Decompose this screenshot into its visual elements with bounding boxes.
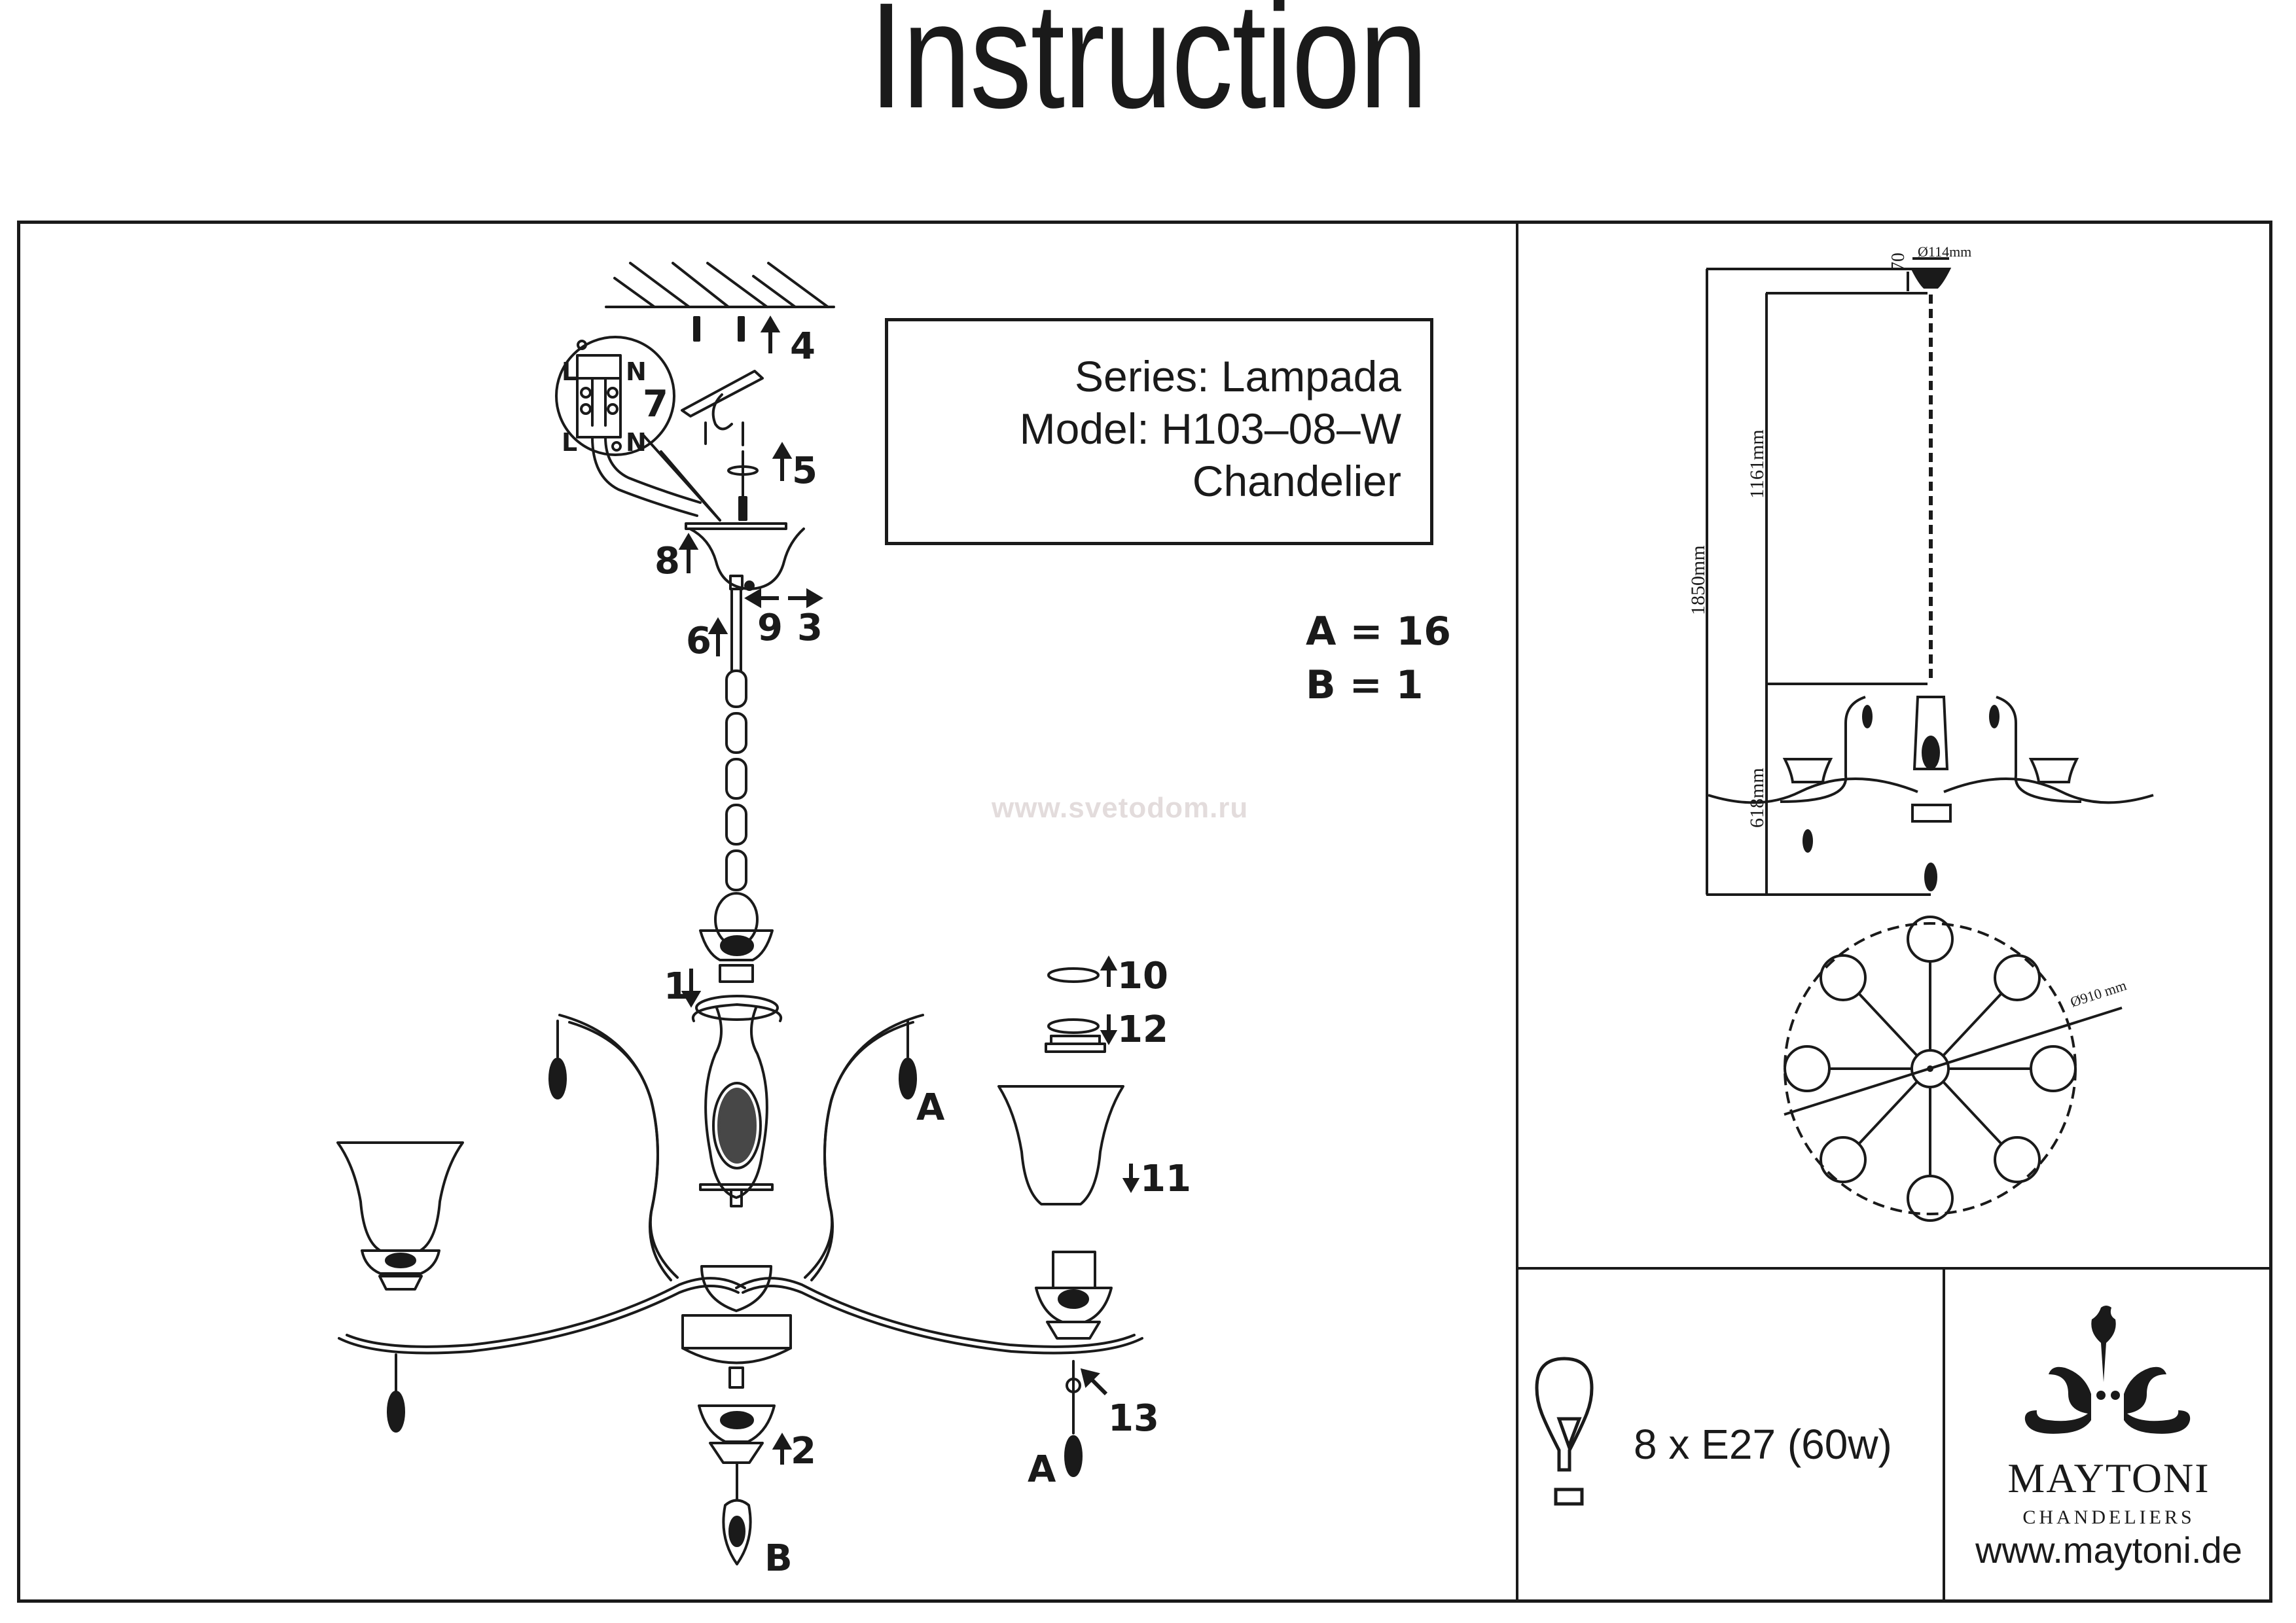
vertical-divider bbox=[1516, 221, 1518, 1603]
step-arrows bbox=[678, 315, 1140, 1465]
part-b-quantity: B = 1 bbox=[1306, 662, 1424, 708]
lamp-socket-right bbox=[1035, 1251, 1113, 1340]
product-info-box: Series: Lampada Model: H103–08–W Chandel… bbox=[885, 318, 1433, 545]
upper-arm-right bbox=[804, 1014, 924, 1281]
wall-anchor-icon bbox=[693, 316, 745, 342]
dimension-drawing bbox=[1706, 257, 2154, 896]
central-hub bbox=[681, 1265, 792, 1389]
lower-arm-right bbox=[735, 1277, 1143, 1355]
canopy-icon bbox=[685, 522, 805, 672]
part-label-a-bottom: A bbox=[1028, 1448, 1056, 1491]
wiring-neutral-label-bottom: N bbox=[626, 428, 647, 457]
body-height-label: 618mm bbox=[1746, 768, 1768, 828]
total-height-label: 1850mm bbox=[1687, 545, 1709, 615]
brand-name: MAYTONI bbox=[2007, 1455, 2210, 1501]
maytoni-logo-ornament bbox=[2024, 1306, 2191, 1434]
top-view-drawing bbox=[1784, 916, 2123, 1222]
brand-subtitle: CHANDELIERS bbox=[2022, 1507, 2195, 1528]
brand-website-link[interactable]: www.maytoni.de bbox=[1975, 1529, 2242, 1571]
chain-icon bbox=[714, 669, 759, 947]
watermark: www.svetodom.ru bbox=[992, 792, 1249, 824]
canopy-height-label: 70 bbox=[1888, 253, 1909, 271]
wiring-live-label-bottom: L bbox=[562, 428, 578, 457]
side-view-pendants bbox=[1803, 705, 2000, 891]
step-13: 13 bbox=[1108, 1397, 1159, 1440]
wiring-neutral-label: N bbox=[626, 357, 647, 386]
bottom-finial bbox=[698, 1404, 776, 1565]
series-label: Series: Lampada bbox=[1075, 352, 1401, 401]
bulb-spec: 8 x E27 (60w) bbox=[1634, 1421, 1892, 1468]
step-7: 7 bbox=[643, 383, 668, 425]
main-frame bbox=[17, 221, 2272, 1603]
glass-shade-right bbox=[997, 1085, 1124, 1205]
footer-divider bbox=[1943, 1267, 1945, 1603]
horizontal-divider bbox=[1516, 1267, 2272, 1270]
step-10: 10 bbox=[1117, 955, 1168, 997]
step-9: 9 bbox=[757, 607, 783, 649]
rotate-arrows-icon bbox=[1045, 967, 1106, 1053]
step-4: 4 bbox=[790, 325, 816, 368]
step-8: 8 bbox=[655, 540, 680, 582]
product-type-label: Chandelier bbox=[1192, 457, 1401, 505]
rotate-arrow-step1 bbox=[691, 1003, 783, 1022]
terminal-block-detail bbox=[555, 336, 721, 522]
step-1: 1 bbox=[664, 965, 689, 1008]
page-title: Instruction bbox=[869, 0, 1428, 139]
step-6: 6 bbox=[686, 620, 711, 662]
upper-arm-left bbox=[558, 1014, 679, 1281]
step-5: 5 bbox=[792, 450, 817, 492]
wiring-live-label: L bbox=[562, 357, 578, 386]
ceiling-icon bbox=[605, 262, 835, 308]
part-label-b: B bbox=[764, 1537, 793, 1580]
central-column bbox=[695, 929, 779, 1207]
part-a-quantity: A = 16 bbox=[1306, 609, 1451, 654]
step-11: 11 bbox=[1140, 1158, 1191, 1200]
light-bulb-icon bbox=[1535, 1357, 1594, 1506]
screwdriver-icon bbox=[727, 450, 759, 521]
crystal-pendant-a bbox=[387, 1058, 1083, 1477]
step-2: 2 bbox=[791, 1430, 816, 1472]
chain-length-label: 1161mm bbox=[1746, 429, 1768, 499]
part-label-a: A bbox=[916, 1086, 945, 1129]
step-3: 3 bbox=[797, 607, 823, 649]
canopy-diameter-label: Ø114mm bbox=[1918, 243, 1972, 260]
model-label: Model: H103–08–W bbox=[1019, 404, 1401, 453]
step-12: 12 bbox=[1117, 1008, 1168, 1051]
pendant-chain bbox=[395, 1020, 1081, 1435]
glass-shade-left bbox=[336, 1141, 464, 1291]
mounting-bracket-icon bbox=[681, 370, 764, 446]
